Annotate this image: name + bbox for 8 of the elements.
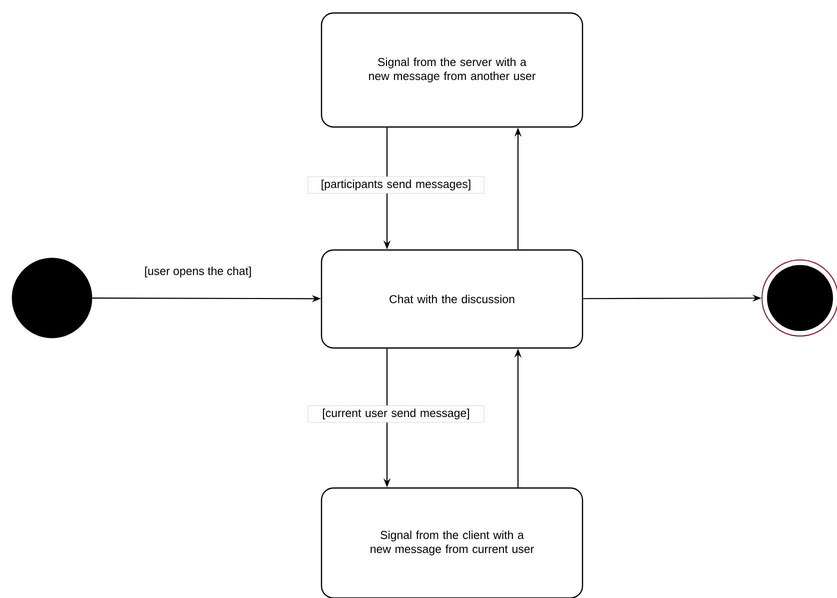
state-box: Signal from the server with a new message from another user	[320, 12, 584, 128]
state-box: Signal from the client with a new message from current user	[320, 487, 584, 598]
state-box: Chat with the discussion	[320, 249, 584, 349]
final-state-circle	[762, 260, 837, 336]
edge-label: [current user send message]	[308, 405, 484, 423]
edge-label: [participants send messages]	[308, 176, 484, 194]
edge-label: [user opens the chat]	[143, 266, 253, 278]
initial-state-circle	[12, 258, 92, 338]
